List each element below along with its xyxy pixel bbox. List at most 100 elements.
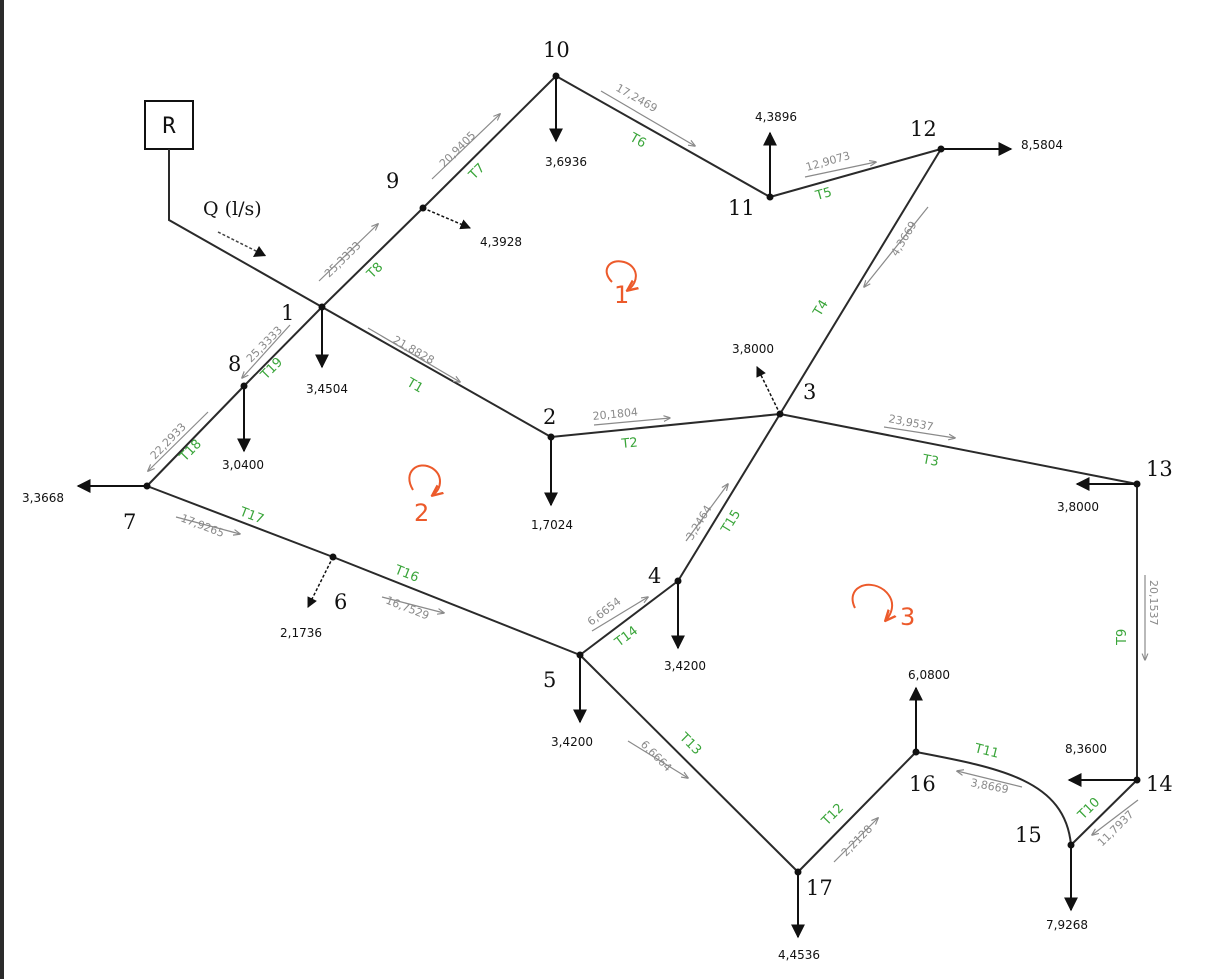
flow-label-T2: 20,1804 [592, 406, 639, 423]
demand-label-6: 2,1736 [280, 626, 322, 640]
flow-arrow-T16 [381, 596, 444, 613]
pipe-T5 [769, 148, 942, 198]
pipe-label-T5: T5 [813, 185, 834, 204]
node-label-9: 9 [386, 169, 399, 193]
pipe-label-T6: T6 [626, 130, 648, 152]
flow-label-T15: 3,2464 [683, 503, 714, 543]
node-7 [143, 482, 151, 490]
node-label-7: 7 [123, 510, 136, 534]
reservoir: R [144, 100, 194, 150]
pipe-label-T1: T1 [403, 375, 425, 397]
node-15 [1067, 841, 1075, 849]
loop-label-1: 1 [614, 281, 629, 309]
demand-arrow-6 [307, 556, 334, 608]
demand-label-4: 3,4200 [664, 659, 706, 673]
demand-arrow-9 [422, 207, 471, 230]
flow-label-T11: 3,8669 [969, 776, 1009, 796]
node-label-17: 17 [806, 876, 833, 900]
demand-label-17: 4,4536 [778, 948, 820, 962]
demand-label-7: 3,3668 [22, 491, 64, 505]
inflow-arrow [217, 231, 267, 257]
loop-arrow-3 [851, 583, 893, 620]
node-9 [419, 204, 427, 212]
demand-label-12: 8,5804 [1021, 138, 1063, 152]
demand-label-9: 4,3928 [480, 235, 522, 249]
demand-label-1: 3,4504 [306, 382, 348, 396]
node-1 [318, 303, 326, 311]
flow-label-T16: 16,7529 [384, 594, 431, 623]
flow-arrow-T8 [318, 224, 378, 282]
node-label-4: 4 [648, 564, 661, 588]
demand-label-15: 7,9268 [1046, 918, 1088, 932]
flow-arrow-T3 [883, 426, 955, 438]
node-label-10: 10 [543, 38, 570, 62]
pipe-T3 [779, 413, 1138, 485]
node-label-5: 5 [543, 668, 556, 692]
node-2 [547, 433, 555, 441]
node-label-15: 15 [1015, 823, 1042, 847]
flow-label-T8: 25,3333 [322, 239, 364, 280]
pipe-T18 [146, 385, 245, 487]
flow-label-T5: 12,9073 [804, 149, 851, 174]
demand-label-10: 3,6936 [545, 155, 587, 169]
demand-label-14: 8,3600 [1065, 742, 1107, 756]
pipe-label-T10: T10 [1075, 795, 1104, 824]
pipe-T6 [555, 75, 771, 198]
pipe-T12 [797, 751, 917, 873]
loop-arrow-2 [408, 464, 440, 495]
pipe-T2 [550, 413, 781, 438]
node-17 [794, 868, 802, 876]
flow-arrow-T6 [600, 90, 695, 146]
pipe-label-T15: T15 [718, 507, 744, 537]
flow-arrow-T18 [148, 411, 209, 471]
pipe-label-T4: T4 [810, 297, 832, 320]
demand-label-11: 4,3896 [755, 110, 797, 124]
pipe-T16 [332, 556, 581, 656]
pipe-T8 [321, 207, 424, 308]
demand-label-13: 3,8000 [1057, 500, 1099, 514]
flow-label-T3: 23,9537 [887, 412, 934, 433]
flow-arrow-T4 [864, 206, 929, 287]
pipe-label-T18: T18 [176, 437, 205, 466]
node-3 [776, 410, 784, 418]
pipe-T14 [579, 580, 679, 656]
node-5 [576, 651, 584, 659]
pipe-label-T3: T3 [920, 452, 940, 470]
flow-arrow-T14 [591, 597, 648, 632]
pipe-label-T11: T11 [972, 741, 1000, 762]
supply-pipe [168, 149, 323, 308]
flow-label-T4: 4,3669 [888, 219, 919, 259]
node-label-16: 16 [909, 772, 936, 796]
demand-label-5: 3,4200 [551, 735, 593, 749]
pipe-label-T17: T17 [237, 504, 266, 527]
node-label-8: 8 [228, 352, 241, 376]
node-6 [329, 553, 337, 561]
pipe-T4 [779, 148, 942, 415]
node-label-13: 13 [1146, 457, 1173, 481]
node-label-12: 12 [910, 117, 937, 141]
flow-arrow-T13 [627, 740, 688, 778]
node-label-1: 1 [281, 301, 294, 325]
inflow-arrowhead [253, 246, 266, 257]
demand-arrow-3 [756, 366, 781, 415]
pipe-T1 [321, 306, 552, 438]
pipe-T19 [243, 306, 323, 387]
pipe-T15 [677, 413, 781, 582]
pipe-T10 [1070, 779, 1138, 846]
pipe-label-T7: T7 [466, 161, 489, 184]
node-label-14: 14 [1146, 772, 1173, 796]
flow-arrow-T5 [804, 162, 876, 178]
flow-arrow-T11 [957, 771, 1023, 788]
pipe-T17 [146, 485, 334, 558]
flow-arrow-T19 [242, 324, 291, 378]
pipe-T11 [915, 751, 1072, 846]
pipe-T13 [579, 654, 799, 873]
flow-arrow-T10 [1092, 799, 1139, 835]
node-10 [552, 72, 560, 80]
loop-arrow-1 [605, 260, 636, 290]
flow-arrow-T12 [833, 818, 878, 863]
loop-label-3: 3 [900, 603, 915, 631]
flow-label-T17: 17,9265 [179, 512, 226, 540]
node-8 [240, 382, 248, 390]
